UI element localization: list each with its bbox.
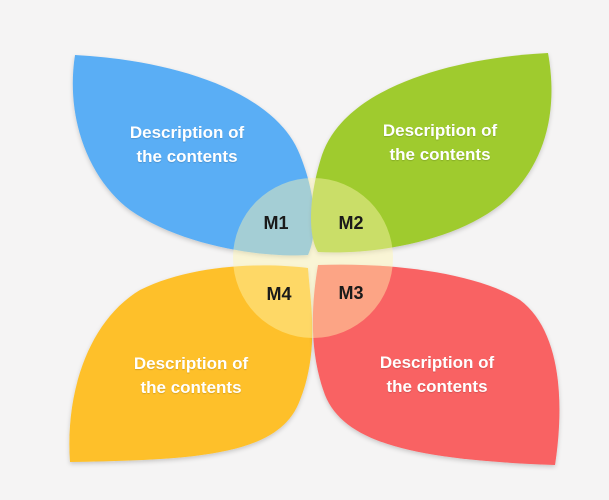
label-m2: M2 (338, 213, 364, 233)
petal-m3-text: Description of the contents (342, 351, 532, 399)
petal-m1-text: Description of the contents (92, 121, 282, 169)
petal-m1 (72, 55, 315, 256)
petal-m4-text: Description of the contents (96, 352, 286, 400)
label-m4: M4 (266, 284, 292, 304)
petal-m4 (69, 265, 313, 462)
label-m3: M3 (338, 283, 364, 303)
petal-m4-line2: the contents (140, 378, 242, 397)
petal-m3-line1: Description of (379, 353, 495, 372)
petal-m3-line2: the contents (386, 377, 488, 396)
petal-m2-text: Description of the contents (345, 119, 535, 167)
petal-m3 (312, 264, 560, 465)
center-circle (233, 178, 393, 338)
petal-m4-line1: Description of (133, 354, 249, 373)
petal-m2 (311, 53, 552, 253)
petal-m2-line1: Description of (382, 121, 498, 140)
petal-m1-line2: the contents (136, 147, 238, 166)
label-m1: M1 (263, 213, 289, 233)
petal-m2-line2: the contents (389, 145, 491, 164)
petal-m1-line1: Description of (129, 123, 245, 142)
